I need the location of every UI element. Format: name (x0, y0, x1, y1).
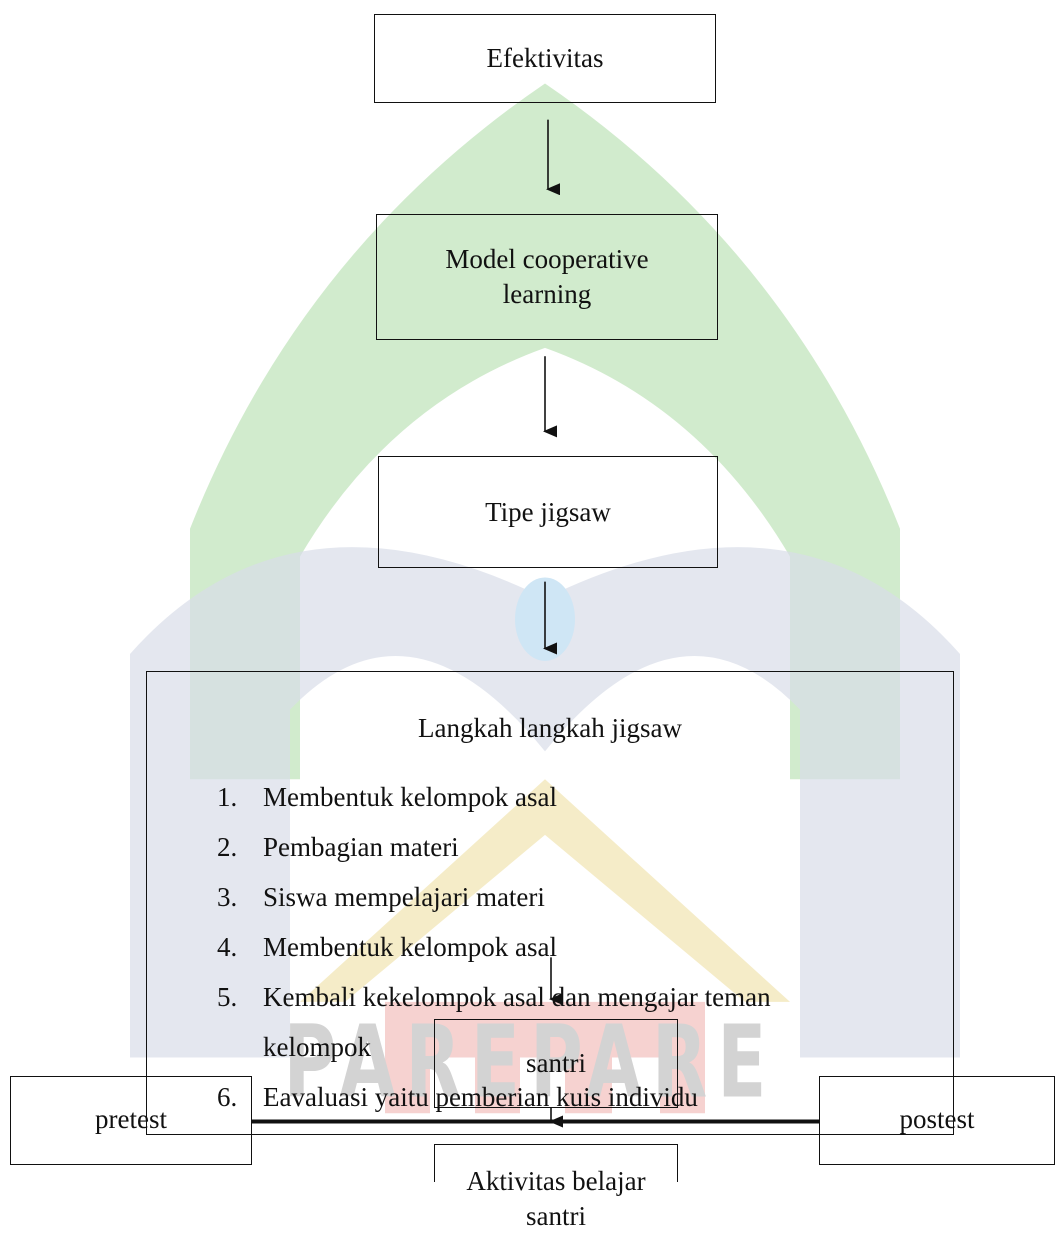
node-efektivitas-label: Efektivitas (486, 43, 604, 74)
node-model-label-line1: Model cooperative (445, 244, 649, 275)
step-text: Membentuk kelompok asal (263, 932, 557, 963)
langkah-step: 1. Membentuk kelompok asal (217, 772, 877, 822)
step-number: 1. (217, 781, 238, 812)
node-aktivitas-label-line2: santri (525, 1200, 586, 1231)
step-number: 5. (217, 982, 238, 1013)
node-aktivitas-belajar-santri: Aktivitas belajar santri (434, 1143, 678, 1231)
langkah-step: 3. Siswa mempelajari materi (217, 872, 877, 922)
node-tipe-jigsaw: Tipe jigsaw (378, 456, 718, 568)
step-text: Pembagian materi (263, 831, 459, 862)
node-tipe-label: Tipe jigsaw (485, 496, 611, 527)
node-santri-label: santri (526, 1047, 586, 1078)
step-number: 2. (217, 831, 238, 862)
node-postest-label: postest (899, 1103, 975, 1134)
step-number: 3. (217, 882, 238, 913)
node-model-cooperative-learning: Model cooperative learning (376, 214, 718, 340)
step-number: 4. (217, 932, 238, 963)
node-pretest: pretest (10, 1075, 252, 1165)
node-pretest-label: pretest (95, 1103, 167, 1134)
langkah-step: 4. Membentuk kelompok asal (217, 922, 877, 972)
node-santri: santri (434, 1018, 678, 1108)
node-langkah-jigsaw: Langkah langkah jigsaw 1. Membentuk kelom… (146, 670, 954, 1136)
watermark-emblem (515, 577, 575, 661)
step-text: Siswa mempelajari materi (263, 882, 545, 913)
step-text: Kembali kekelompok asal dan mengajar tem… (263, 982, 771, 1063)
step-number: 6. (217, 1082, 238, 1113)
langkah-step: 2. Pembagian materi (217, 822, 877, 872)
langkah-step: 5. Kembali kekelompok asal dan mengajar t… (217, 972, 877, 1072)
node-aktivitas-label-line1: Aktivitas belajar (466, 1166, 646, 1197)
step-text: Membentuk kelompok asal (263, 781, 557, 812)
node-postest: postest (819, 1075, 1055, 1165)
node-model-label-line2: learning (502, 278, 592, 309)
langkah-steps-list: 1. Membentuk kelompok asal 2. Pembagian ma… (217, 772, 877, 1123)
node-efektivitas: Efektivitas (374, 13, 716, 103)
langkah-title: Langkah langkah jigsaw (418, 712, 682, 743)
flowchart-canvas: PAREPARE Efektivitas Model cooperative l… (10, 13, 1055, 1231)
